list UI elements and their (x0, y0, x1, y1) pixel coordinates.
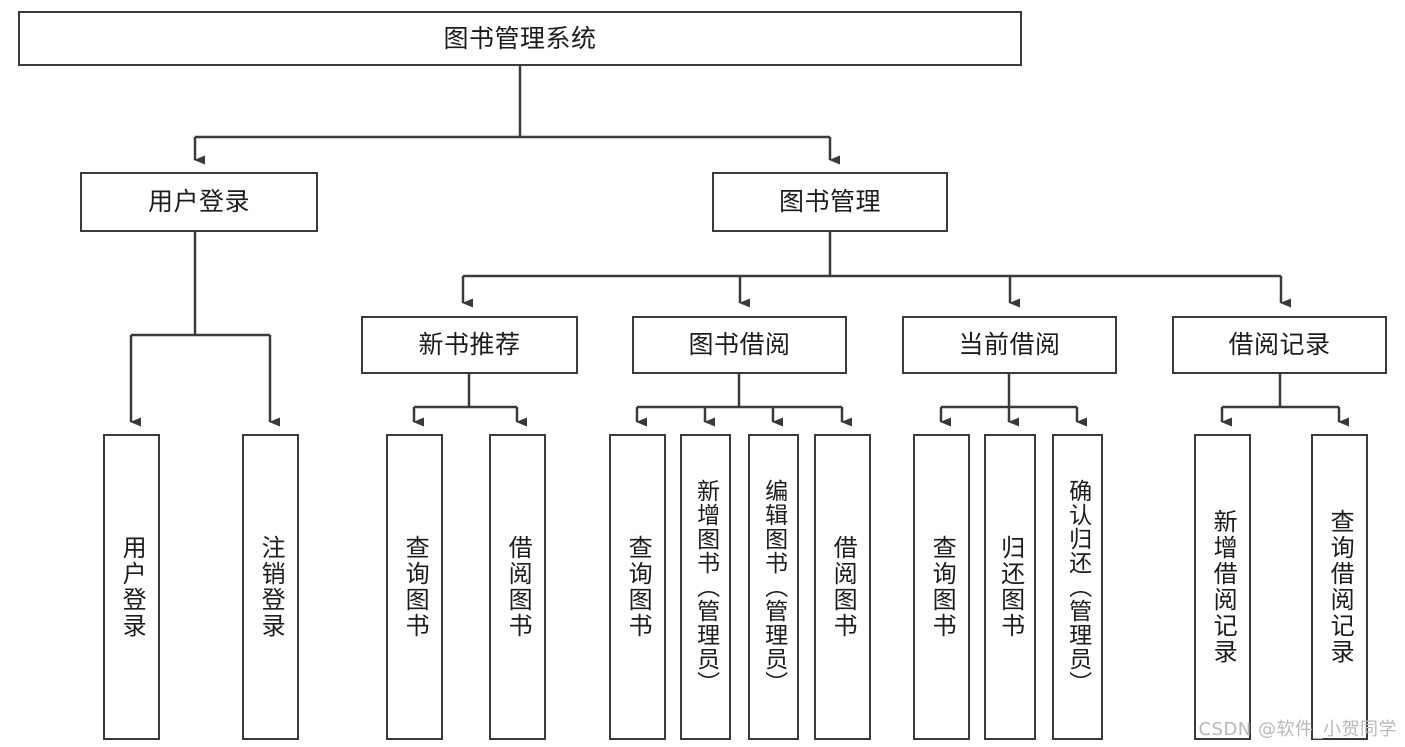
leaf-node-query-book-recommend[interactable]: 查询图书 (386, 434, 443, 740)
leaf-node-logout[interactable]: 注销登录 (242, 434, 299, 740)
node-label: 查询图书 (624, 535, 653, 639)
leaf-node-add-borrow-record[interactable]: 新增借阅记录 (1194, 434, 1251, 740)
node-label: 借阅记录 (1228, 330, 1331, 360)
leaf-node-add-book-admin[interactable]: 新增图书（管理员） (680, 434, 731, 740)
node-label: 图书管理 (778, 187, 881, 217)
leaf-node-query-borrow-record[interactable]: 查询借阅记录 (1311, 434, 1368, 740)
node-label: 当前借阅 (958, 330, 1061, 360)
node-label: 借阅图书 (829, 535, 858, 639)
node-new-book-recommend[interactable]: 新书推荐 (361, 316, 578, 374)
leaf-node-query-book-current[interactable]: 查询图书 (913, 434, 970, 740)
node-label: 图书借阅 (688, 330, 791, 360)
node-label: 查询图书 (928, 535, 957, 639)
node-label: 用户登录 (118, 535, 147, 639)
node-book-management[interactable]: 图书管理 (712, 172, 948, 232)
node-label: 用户登录 (147, 187, 250, 217)
leaf-node-return-book[interactable]: 归还图书 (984, 434, 1036, 740)
node-label: 查询图书 (401, 535, 430, 639)
leaf-node-borrow-book-recommend[interactable]: 借阅图书 (489, 434, 546, 740)
node-label: 编辑图书（管理员） (760, 479, 787, 695)
node-label: 新书推荐 (418, 330, 521, 360)
node-current-borrow[interactable]: 当前借阅 (902, 316, 1117, 374)
leaf-node-user-login[interactable]: 用户登录 (103, 434, 160, 740)
node-book-borrow[interactable]: 图书借阅 (632, 316, 847, 374)
node-user-login[interactable]: 用户登录 (80, 172, 318, 232)
leaf-node-query-book-borrow[interactable]: 查询图书 (609, 434, 666, 740)
node-label: 归还图书 (996, 535, 1025, 639)
leaf-node-confirm-return-admin[interactable]: 确认归还（管理员） (1052, 434, 1103, 740)
node-label: 图书管理系统 (443, 23, 597, 53)
leaf-node-borrow-book[interactable]: 借阅图书 (814, 434, 871, 740)
leaf-node-edit-book-admin[interactable]: 编辑图书（管理员） (748, 434, 799, 740)
node-label: 注销登录 (257, 535, 286, 639)
node-label: 新增借阅记录 (1209, 509, 1238, 665)
node-label: 确认归还（管理员） (1064, 479, 1091, 695)
node-borrow-record[interactable]: 借阅记录 (1172, 316, 1387, 374)
node-label: 新增图书（管理员） (692, 479, 719, 695)
node-label: 查询借阅记录 (1326, 509, 1355, 665)
node-root-book-management-system[interactable]: 图书管理系统 (18, 11, 1022, 66)
node-label: 借阅图书 (504, 535, 533, 639)
